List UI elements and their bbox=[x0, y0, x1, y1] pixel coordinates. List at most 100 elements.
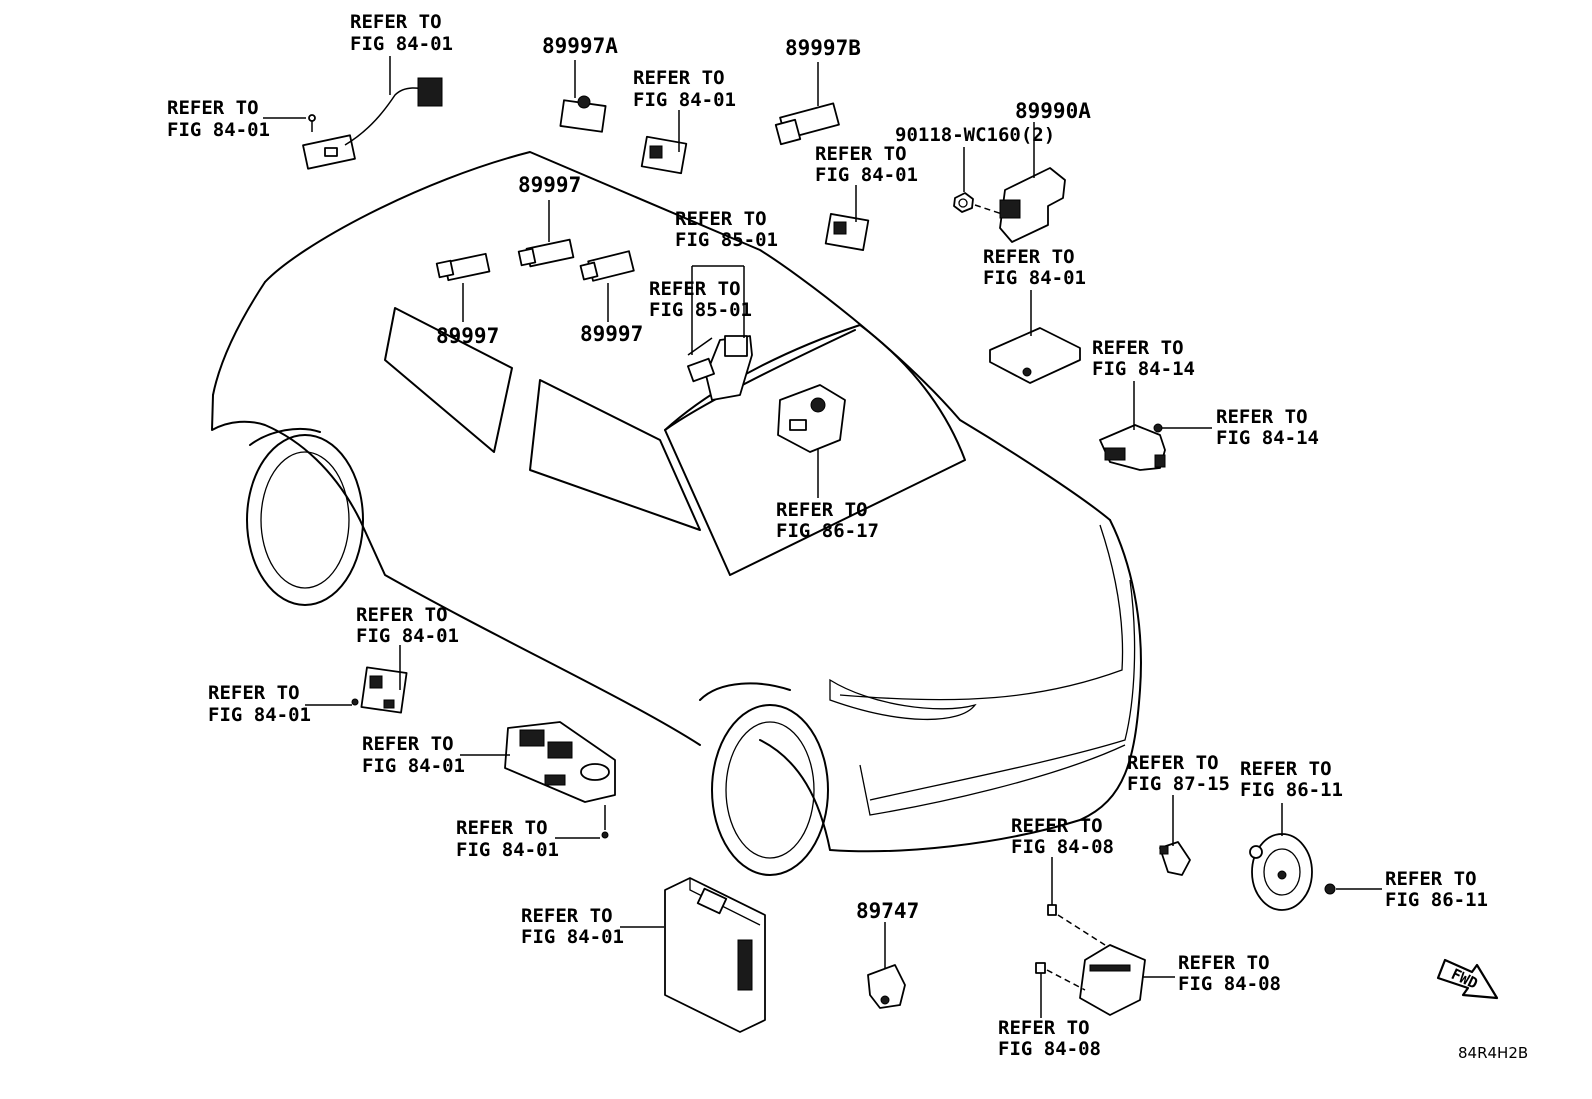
refer-label-sensor-87-15: REFER TO FIG 87-15 bbox=[1127, 752, 1230, 795]
radar-bolt-top-icon bbox=[1047, 904, 1057, 916]
svg-text:FIG 84-08: FIG 84-08 bbox=[1011, 836, 1114, 858]
svg-text:FIG 84-08: FIG 84-08 bbox=[1178, 973, 1281, 995]
svg-text:REFER TO: REFER TO bbox=[815, 143, 907, 165]
svg-text:REFER TO: REFER TO bbox=[167, 97, 259, 119]
svg-text:FIG 84-08: FIG 84-08 bbox=[998, 1038, 1101, 1060]
svg-text:REFER TO: REFER TO bbox=[633, 67, 725, 89]
svg-text:REFER TO: REFER TO bbox=[649, 278, 741, 300]
svg-text:REFER TO: REFER TO bbox=[1385, 868, 1477, 890]
svg-text:FIG 84-01: FIG 84-01 bbox=[350, 33, 453, 55]
bolt-dash-90118 bbox=[974, 204, 1003, 215]
refer-label-body-ecu: REFER TO FIG 84-01 bbox=[521, 905, 624, 948]
svg-text:REFER TO: REFER TO bbox=[1178, 952, 1270, 974]
svg-text:REFER TO: REFER TO bbox=[208, 682, 300, 704]
svg-text:FIG 84-14: FIG 84-14 bbox=[1216, 427, 1319, 449]
radar-dash-bottom bbox=[1046, 969, 1086, 991]
switch-top bbox=[640, 135, 688, 175]
svg-text:FIG 84-01: FIG 84-01 bbox=[815, 164, 918, 186]
door-switch-screw-icon bbox=[351, 698, 359, 706]
radar-sensor bbox=[1079, 944, 1146, 1016]
svg-text:FIG 84-01: FIG 84-01 bbox=[456, 839, 559, 861]
svg-text:REFER TO: REFER TO bbox=[1127, 752, 1219, 774]
window-master-switch bbox=[504, 721, 616, 803]
svg-text:REFER TO: REFER TO bbox=[456, 817, 548, 839]
antenna-89997-top bbox=[517, 238, 575, 268]
svg-text:FIG 84-01: FIG 84-01 bbox=[521, 926, 624, 948]
fwd-arrow-icon: FWD bbox=[1436, 958, 1499, 1000]
antenna-89997-left bbox=[435, 252, 491, 282]
svg-text:REFER TO: REFER TO bbox=[350, 11, 442, 33]
part-number-89997-right: 89997 bbox=[580, 322, 643, 346]
part-89990a bbox=[999, 167, 1066, 243]
svg-text:FIG 84-01: FIG 84-01 bbox=[633, 89, 736, 111]
nut-icon bbox=[953, 192, 974, 213]
svg-text:REFER TO: REFER TO bbox=[1011, 815, 1103, 837]
part-number-89990a: 89990A bbox=[1015, 99, 1091, 123]
yaw-bolt-icon bbox=[1153, 423, 1163, 433]
refer-label-horn-bolt: REFER TO FIG 86-11 bbox=[1385, 868, 1488, 911]
refer-label-radar-bolt-top: REFER TO FIG 84-08 bbox=[1011, 815, 1114, 858]
part-number-89747: 89747 bbox=[856, 899, 919, 923]
part-number-90118: 90118-WC160(2) bbox=[895, 124, 1055, 146]
part-number-89997-top: 89997 bbox=[518, 173, 581, 197]
part-89997b bbox=[774, 102, 840, 146]
refer-label-sensor-85-top: REFER TO FIG 85-01 bbox=[675, 208, 778, 251]
radar-dash-top bbox=[1057, 914, 1106, 946]
part-number-89997a: 89997A bbox=[542, 34, 618, 58]
svg-text:REFER TO: REFER TO bbox=[1092, 337, 1184, 359]
refer-label-keyfob-top: REFER TO FIG 84-01 bbox=[350, 11, 453, 55]
svg-text:REFER TO: REFER TO bbox=[998, 1017, 1090, 1039]
refer-label-switch-top: REFER TO FIG 84-01 bbox=[633, 67, 736, 111]
svg-text:REFER TO: REFER TO bbox=[521, 905, 613, 927]
switch-right bbox=[824, 213, 870, 251]
refer-label-window-switch: REFER TO FIG 84-01 bbox=[362, 733, 465, 777]
antenna-89997-right bbox=[579, 250, 635, 282]
window-screw-icon bbox=[601, 831, 609, 839]
refer-label-radar-bolt-bottom: REFER TO FIG 84-08 bbox=[998, 1017, 1101, 1060]
svg-text:FIG 86-11: FIG 86-11 bbox=[1240, 779, 1343, 801]
refer-label-keyfob-left: REFER TO FIG 84-01 bbox=[167, 97, 270, 141]
radar-bolt-bottom-icon bbox=[1035, 962, 1046, 974]
refer-label-horn-top: REFER TO FIG 86-11 bbox=[1240, 758, 1343, 801]
svg-text:REFER TO: REFER TO bbox=[356, 604, 448, 626]
part-number-89997-left: 89997 bbox=[436, 324, 499, 348]
refer-label-switch-right: REFER TO FIG 84-01 bbox=[815, 143, 918, 186]
part-89997a bbox=[559, 95, 607, 133]
ecu-module bbox=[989, 327, 1081, 384]
svg-text:FIG 84-01: FIG 84-01 bbox=[356, 625, 459, 647]
svg-text:FIG 84-01: FIG 84-01 bbox=[208, 704, 311, 726]
yaw-rate-sensor bbox=[1099, 424, 1166, 471]
refer-label-yaw-right: REFER TO FIG 84-14 bbox=[1216, 406, 1319, 449]
door-switch bbox=[360, 666, 408, 714]
svg-text:REFER TO: REFER TO bbox=[675, 208, 767, 230]
sensor-87-15 bbox=[1159, 841, 1191, 876]
refer-label-yaw-top: REFER TO FIG 84-14 bbox=[1092, 337, 1195, 380]
svg-text:FIG 84-01: FIG 84-01 bbox=[983, 267, 1086, 289]
body-ecu bbox=[664, 877, 766, 1033]
svg-text:FIG 84-01: FIG 84-01 bbox=[362, 755, 465, 777]
horn bbox=[1249, 833, 1313, 911]
refer-label-window-screw: REFER TO FIG 84-01 bbox=[456, 817, 559, 861]
screw-icon bbox=[308, 114, 316, 122]
diagram-code: 84R4H2B bbox=[1458, 1044, 1528, 1062]
svg-text:REFER TO: REFER TO bbox=[362, 733, 454, 755]
svg-text:FIG 84-01: FIG 84-01 bbox=[167, 119, 270, 141]
horn-bolt-icon bbox=[1324, 883, 1336, 895]
antenna-cable-assembly bbox=[302, 77, 443, 170]
refer-label-door-switch-left: REFER TO FIG 84-01 bbox=[208, 682, 311, 726]
svg-text:FIG 84-14: FIG 84-14 bbox=[1092, 358, 1195, 380]
refer-label-door-switch-top: REFER TO FIG 84-01 bbox=[356, 604, 459, 647]
part-89747 bbox=[867, 964, 906, 1009]
refer-label-sensor-85-bottom: REFER TO FIG 85-01 bbox=[649, 278, 752, 321]
refer-label-camera: REFER TO FIG 86-17 bbox=[776, 499, 879, 542]
svg-text:FIG 85-01: FIG 85-01 bbox=[675, 229, 778, 251]
sensor-85-01 bbox=[687, 335, 753, 401]
svg-text:FIG 85-01: FIG 85-01 bbox=[649, 299, 752, 321]
svg-text:FIG 87-15: FIG 87-15 bbox=[1127, 773, 1230, 795]
part-number-89997b: 89997B bbox=[785, 36, 861, 60]
refer-label-radar-right: REFER TO FIG 84-08 bbox=[1178, 952, 1281, 995]
svg-text:REFER TO: REFER TO bbox=[1240, 758, 1332, 780]
svg-text:REFER TO: REFER TO bbox=[983, 246, 1075, 268]
camera-module bbox=[777, 384, 846, 453]
